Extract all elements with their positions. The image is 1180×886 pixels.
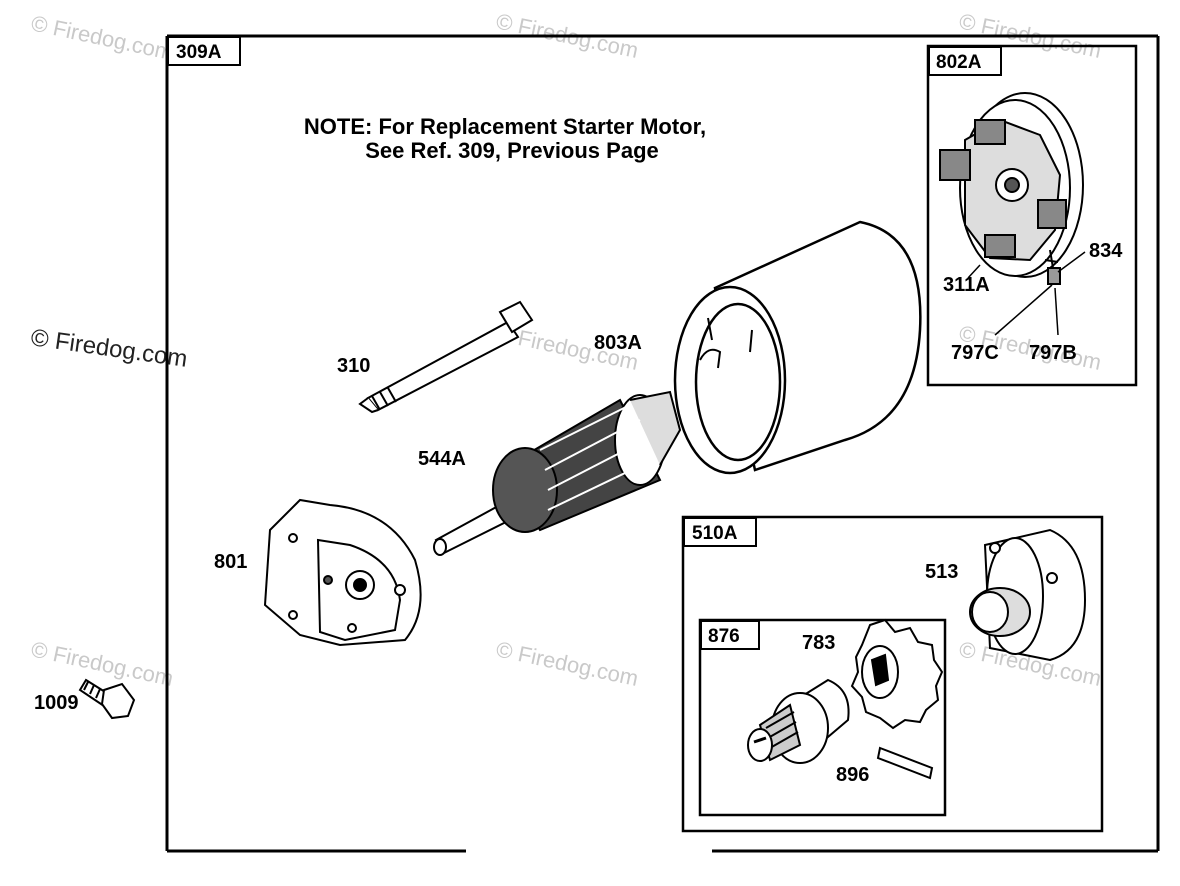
watermark: © Firedog.com [494, 636, 641, 691]
end-plate-icon [263, 498, 422, 647]
note-line-1: NOTE: For Replacement Starter Motor, [304, 114, 706, 139]
part-label-1009: 1009 [34, 692, 79, 714]
part-label-311a: 311A [943, 274, 990, 296]
part-label-797c: 797C [951, 342, 999, 364]
part-label-513: 513 [925, 561, 958, 583]
part-label-896: 896 [836, 764, 869, 786]
part-label-310: 310 [337, 355, 370, 377]
leader-lines-802a [967, 251, 1086, 336]
note-line-2: See Ref. 309, Previous Page [365, 138, 659, 163]
part-label-544a: 544A [418, 448, 466, 470]
box-876 [698, 618, 947, 817]
box-802a [926, 44, 1138, 387]
bolt-1009-icon [78, 678, 136, 720]
part-label-783: 783 [802, 632, 835, 654]
through-bolt-icon [358, 300, 534, 414]
brush-plate-icon [939, 92, 1084, 285]
pinion-assembly-icon [747, 678, 850, 764]
box-label-510a: 510A [692, 523, 738, 544]
part-label-834: 834 [1089, 240, 1123, 262]
main-frame [165, 34, 1160, 853]
watermark: © Firedog.com [29, 10, 176, 65]
roll-pin-icon [876, 746, 934, 780]
watermarks: © Firedog.com © Firedog.com © Firedog.co… [29, 8, 1104, 691]
armature-icon [433, 390, 682, 556]
watermark-dark: © Firedog.com [29, 324, 189, 373]
part-label-797b: 797B [1029, 342, 1077, 364]
housing-icon [673, 220, 922, 475]
box-label-309a: 309A [176, 42, 222, 63]
drive-housing-icon [969, 528, 1087, 662]
part-label-801: 801 [214, 551, 247, 573]
watermark: © Firedog.com [29, 636, 176, 691]
box-label-802a: 802A [936, 52, 982, 73]
part-label-803a: 803A [594, 332, 642, 354]
box-label-876: 876 [708, 626, 740, 647]
box-510a [681, 515, 1104, 833]
pinion-gear-icon [850, 618, 944, 730]
